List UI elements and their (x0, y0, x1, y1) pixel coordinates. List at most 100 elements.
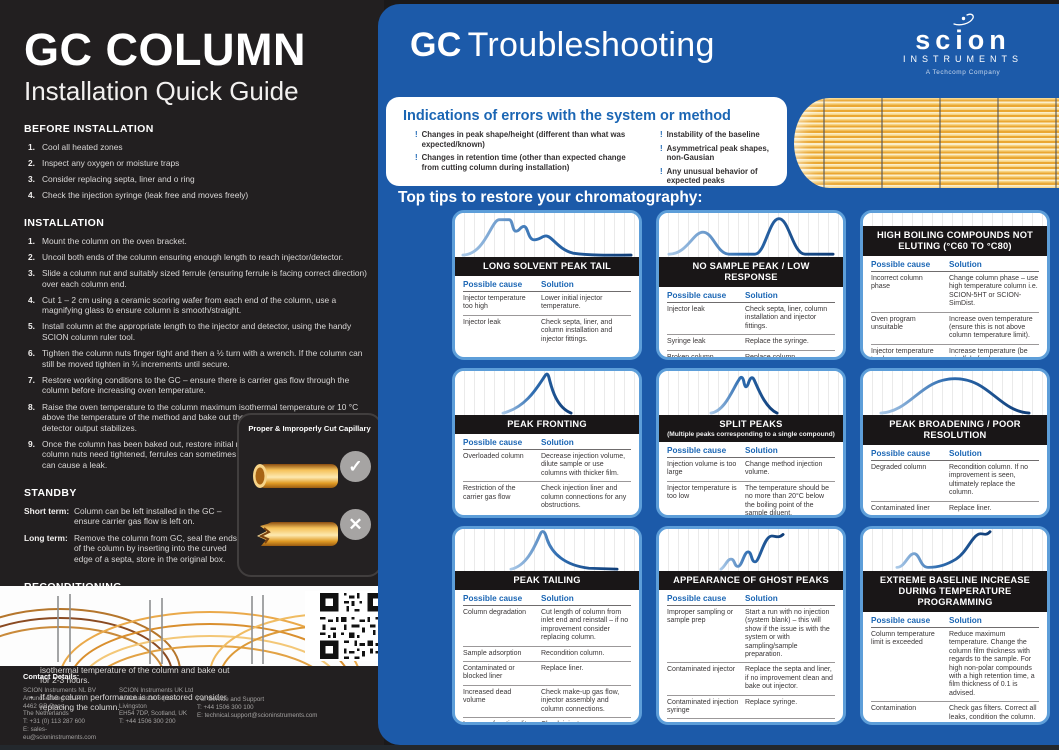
standby-long-term: Long term: Remove the column from GC, se… (24, 533, 244, 565)
table-row: Increased dead volume Check make-up gas f… (463, 684, 631, 717)
card-subtitle: (Multiple peaks corresponding to a singl… (667, 431, 835, 438)
card-header: PEAK FRONTING (455, 415, 639, 434)
indication-item: !Changes in peak shape/height (different… (415, 130, 640, 149)
logo-tagline: A Techcomp Company (925, 69, 1001, 76)
solution-cell: Check injection liner and column connect… (541, 485, 627, 510)
proper-cut-capillary-icon (253, 464, 338, 488)
section-heading-standby: STANDBY (24, 486, 77, 499)
card-header: PEAK BROADENING / POOR RESOLUTION (863, 415, 1047, 445)
scion-logo: scion INSTRUMENTS A Techcomp Company (883, 12, 1043, 76)
card-title: NO SAMPLE PEAK / LOW RESPONSE (692, 261, 810, 282)
solution-cell: Recondition column. If no improvement is… (949, 464, 1028, 497)
solution-cell: Check injector heating/cooling functions… (541, 721, 586, 725)
card-header: NO SAMPLE PEAK / LOW RESPONSE (659, 257, 843, 287)
solution-cell: Cut length of column from inlet end and … (541, 609, 629, 642)
section-heading-installation: INSTALLATION (24, 216, 105, 229)
solution-cell: Check make-up gas flow, injector assembl… (541, 688, 620, 713)
peak-curve-icon (719, 533, 785, 571)
contact-column-support: For Service and Support T: +44 1506 300 … (197, 696, 318, 719)
peak-curve-icon (879, 377, 1031, 415)
standby-label: Long term: (24, 532, 68, 543)
solution-cell: The temperature should be no more than 2… (745, 484, 830, 518)
instruments-wordmark: INSTRUMENTS (903, 54, 1023, 64)
chromatogram-illustration (659, 529, 843, 571)
solution-cell: Increase temperature (be mindful of colu… (949, 347, 1028, 360)
col-header-solution: Solution (949, 449, 982, 458)
page-subtitle: Installation Quick Guide (24, 76, 299, 106)
cause-cell: Column degradation (463, 609, 527, 616)
col-header-cause: Possible cause (667, 446, 727, 455)
card-extreme-baseline-increase: EXTREME BASELINE INCREASE DURING TEMPERA… (860, 526, 1050, 725)
cause-solution-table: Possible cause Solution Degraded column Re… (863, 445, 1047, 518)
installation-list: Mount the column on the oven bracket. Un… (24, 236, 384, 471)
peak-curve-icon (667, 217, 835, 256)
solution-cell: Recondition column. (541, 649, 605, 657)
cause-cell: Increased dead volume (463, 688, 512, 705)
col-header-cause: Possible cause (871, 616, 931, 625)
table-row: Improper functionality of the injector h… (463, 717, 631, 725)
card-title: PEAK FRONTING (507, 419, 587, 429)
table-row: Injector temperature is too low The tempe… (667, 480, 835, 518)
col-header-solution: Solution (541, 438, 574, 447)
card-header: LONG SOLVENT PEAK TAIL (455, 257, 639, 276)
list-item: Mount the column on the oven bracket. (28, 235, 187, 246)
cause-cell: Improper sampling or sample prep (667, 609, 734, 625)
card-no-sample-peak: NO SAMPLE PEAK / LOW RESPONSE Possible c… (656, 210, 846, 360)
page-title: GC COLUMN (24, 24, 306, 75)
list-item: Inspect any oxygen or moisture traps (28, 158, 180, 169)
col-header-cause: Possible cause (667, 291, 727, 300)
indication-text: Asymmetrical peak shapes, non-Gausian (666, 143, 769, 163)
exclamation-icon: ! (660, 143, 663, 153)
list-item: Tighten the column nuts finger tight and… (28, 348, 363, 369)
capillary-box-title: Proper & Improperly Cut Capillary (248, 424, 371, 433)
col-header-cause: Possible cause (871, 449, 931, 458)
indication-item: !Any unusual behavior of expected peaks (660, 167, 787, 186)
col-header-solution: Solution (949, 616, 982, 625)
title-gc: GC (410, 26, 462, 64)
cross-icon: ✕ (340, 509, 371, 540)
col-header-solution: Solution (745, 291, 778, 300)
list-item: If the column performance is not restore… (30, 692, 236, 713)
solution-cell: Lower initial injector temperature. (541, 295, 603, 311)
cause-cell: Broken column (667, 353, 714, 360)
table-row: Contaminated solvent sourceUse a fresh b… (667, 718, 835, 725)
indication-text: Changes in peak shape/height (different … (421, 130, 626, 149)
list-item: Raise the oven temperature to the column… (28, 401, 359, 433)
indication-item: !Asymmetrical peak shapes, non-Gausian (660, 144, 787, 163)
col-header-solution: Solution (541, 280, 574, 289)
indication-text: Changes in retention time (other than ex… (421, 153, 626, 172)
card-split-peaks: SPLIT PEAKS (Multiple peaks correspondin… (656, 368, 846, 518)
card-ghost-peaks: APPEARANCE OF GHOST PEAKS Possible cause… (656, 526, 846, 725)
col-header-cause: Possible cause (871, 260, 931, 269)
list-item: Consider replacing septa, liner and o ri… (28, 174, 195, 185)
peak-curve-icon (709, 375, 779, 415)
col-header-cause: Possible cause (463, 438, 523, 447)
chromatogram-illustration (863, 529, 1047, 571)
cause-cell: Column temperature limit is exceeded (871, 631, 935, 647)
contact-column-nl: SCION Instruments NL BV Amundsenweg 22-2… (23, 687, 97, 741)
cause-cell: Degraded column (871, 464, 927, 471)
list-item: Once the column has been baked out, rest… (28, 438, 367, 470)
indications-column-left: !Changes in peak shape/height (different… (415, 130, 658, 190)
solution-cell: Use a fresh bottle or different batch. (745, 722, 835, 725)
cause-cell: Injector temperature is too low (667, 484, 737, 501)
solution-cell: Check septa, liner, column installation … (745, 306, 828, 330)
contact-heading: Contact Details: (23, 672, 80, 681)
card-header: HIGH BOILING COMPOUNDS NOT ELUTING (°C60… (863, 226, 1047, 256)
solution-cell: Increase oven temperature (ensure this i… (949, 315, 1033, 340)
card-high-boiling-compounds: HIGH BOILING COMPOUNDS NOT ELUTING (°C60… (860, 210, 1050, 360)
